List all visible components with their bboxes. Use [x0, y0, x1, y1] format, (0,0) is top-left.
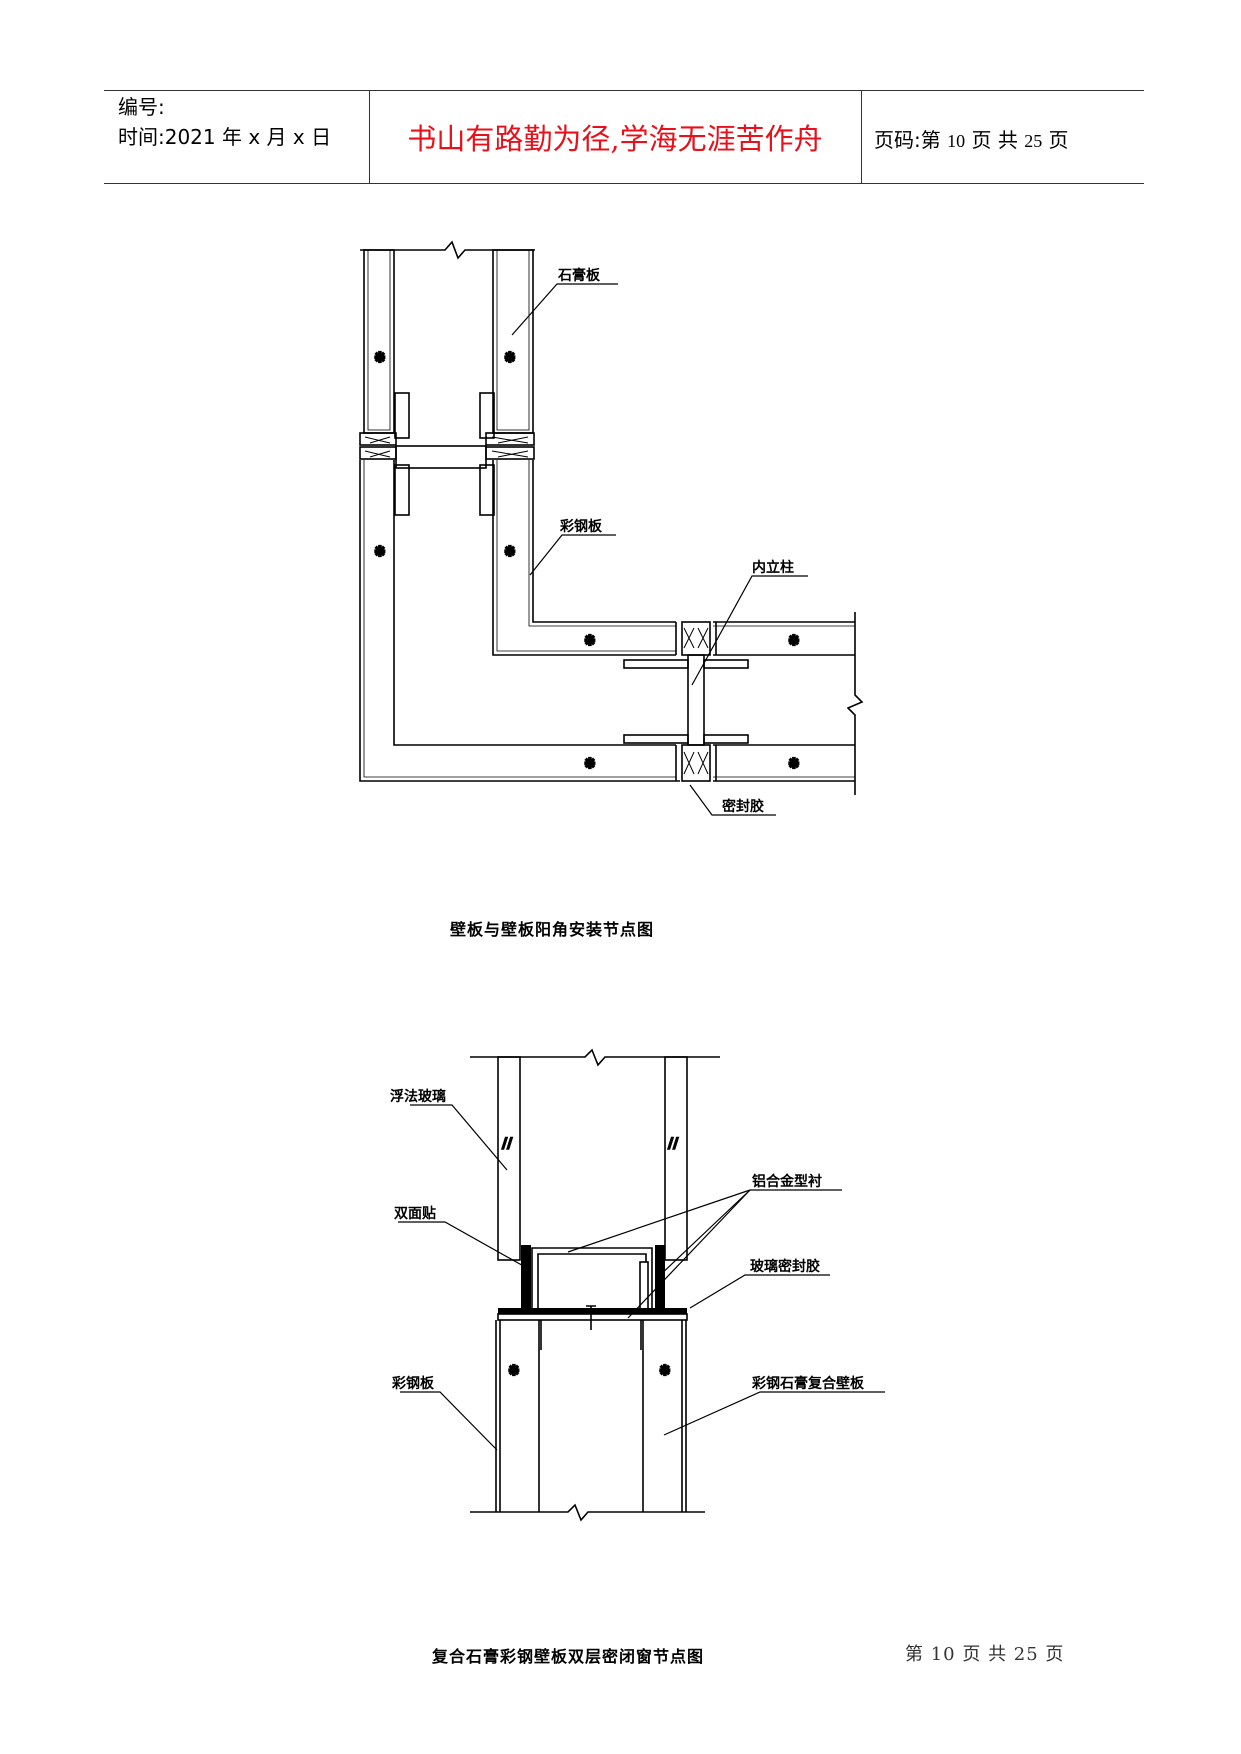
header-motto: 书山有路勤为径,学海无涯苦作舟: [407, 122, 823, 156]
fig1-hatch-mark: ※: [788, 633, 800, 649]
fig1-label-sealant: 密封胶: [721, 798, 764, 815]
fig2-glass-mark: //: [502, 1136, 513, 1152]
page-prefix: 页码:第: [874, 128, 948, 152]
fig2-hatch-mark: ※: [659, 1363, 671, 1379]
fig2-glass-mark: //: [668, 1136, 679, 1152]
fig1-hatch-mark: ※: [504, 350, 516, 366]
fig2-label-steel-board: 彩钢板: [391, 1375, 435, 1392]
fig2-label-aluminum-profile: 铝合金型衬: [752, 1173, 822, 1190]
header-divider-right: [861, 90, 862, 184]
fig1-hatch-mark: ※: [788, 756, 800, 772]
fig1-label-steel-board: 彩钢板: [559, 518, 603, 535]
figure2-drawing: // // ※ ※: [398, 1048, 885, 1522]
page-current: 10: [947, 131, 966, 151]
header-time-label: 时间:2021 年 x 月 x 日: [118, 125, 332, 149]
header-bottom-rule: [104, 183, 1144, 184]
header-page-info: 页码:第 10 页 共 25 页: [874, 124, 1069, 153]
header-number-label: 编号:: [118, 95, 165, 119]
header-top-rule: [104, 90, 1144, 91]
fig2-label-composite-panel: 彩钢石膏复合壁板: [751, 1375, 865, 1392]
fig1-hatch-mark: ※: [374, 544, 386, 560]
page-footer: 第 10 页 共 25 页: [905, 1644, 1065, 1665]
fig1-hatch-mark: ※: [504, 544, 516, 560]
page-total: 25: [1024, 131, 1043, 151]
figure1-drawing: ※ ※ ※ ※ ※ ※ ※ ※: [359, 240, 864, 816]
fig1-hatch-mark: ※: [374, 350, 386, 366]
fig2-hatch-mark: ※: [508, 1363, 520, 1379]
figure2-caption: 复合石膏彩钢壁板双层密闭窗节点图: [432, 1647, 705, 1666]
fig2-label-double-tape: 双面贴: [394, 1205, 436, 1222]
page-suffix: 页: [1042, 128, 1069, 152]
fig1-hatch-mark: ※: [584, 756, 596, 772]
fig1-label-inner-post: 内立柱: [752, 559, 794, 576]
fig2-label-float-glass: 浮法玻璃: [390, 1088, 446, 1105]
fig1-hatch-mark: ※: [584, 633, 596, 649]
header-meta: 编号: 时间:2021 年 x 月 x 日: [118, 92, 331, 152]
header-divider-left: [369, 90, 370, 184]
fig2-label-glass-sealant: 玻璃密封胶: [750, 1258, 820, 1275]
fig1-label-gypsum-board: 石膏板: [557, 267, 601, 284]
page-mid: 页 共: [965, 128, 1025, 152]
figure1-caption: 壁板与壁板阳角安装节点图: [450, 920, 655, 939]
